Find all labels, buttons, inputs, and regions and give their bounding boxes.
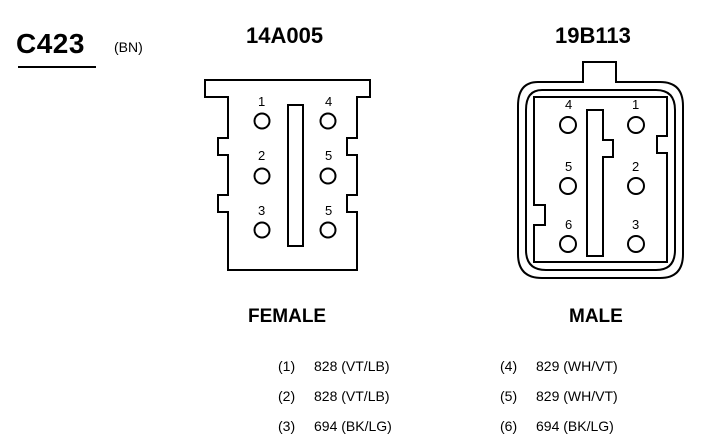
male-pin-2 [627,177,645,195]
female-part-number: 14A005 [246,23,324,48]
circuit-pin: (2) [278,388,296,404]
circuit-pin: (3) [278,418,296,434]
female-pin-5b [319,221,337,239]
male-key [586,109,614,257]
male-pin-6 [559,235,577,253]
connector-id-underline [18,66,96,68]
circuit-pin: (5) [500,388,518,404]
male-connector-shroud [517,61,684,279]
female-pin-label: 2 [258,148,265,163]
circuit-value: 694 (BK/LG) [314,418,392,434]
female-pin-label: 3 [258,203,265,218]
male-connector-inner [525,89,676,271]
female-pin-label: 1 [258,94,265,109]
male-pin-label: 6 [565,217,572,232]
male-label: MALE [569,306,623,327]
female-pin-4 [319,112,337,130]
circuit-pin: (1) [278,358,296,374]
circuit-pin: (4) [500,358,518,374]
female-pin-label: 5 [325,148,332,163]
male-connector-face [533,96,668,263]
male-pin-4 [559,116,577,134]
female-connector-outline [204,79,371,271]
male-pin-1 [627,116,645,134]
female-pin-1 [253,112,271,130]
male-pin-label: 2 [632,159,639,174]
female-pin-label: 5 [325,203,332,218]
male-pin-5 [559,177,577,195]
connector-color-code: (BN) [114,39,143,55]
circuit-pin: (6) [500,418,518,434]
male-part-number: 19B113 [555,23,631,48]
circuit-value: 828 (VT/LB) [314,388,390,404]
female-label: FEMALE [248,306,327,327]
female-pin-2 [253,167,271,185]
circuit-value: 694 (BK/LG) [536,418,614,434]
female-key-slot [287,104,304,247]
circuit-value: 829 (WH/VT) [536,388,618,404]
female-pin-5a [319,167,337,185]
male-pin-3 [627,235,645,253]
male-pin-label: 3 [632,217,639,232]
male-pin-label: 5 [565,159,572,174]
circuit-value: 828 (VT/LB) [314,358,390,374]
circuit-value: 829 (WH/VT) [536,358,618,374]
connector-id: C423 [16,28,85,59]
female-pin-3 [253,221,271,239]
male-pin-label: 1 [632,97,639,112]
male-pin-label: 4 [565,97,572,112]
female-pin-label: 4 [325,94,332,109]
